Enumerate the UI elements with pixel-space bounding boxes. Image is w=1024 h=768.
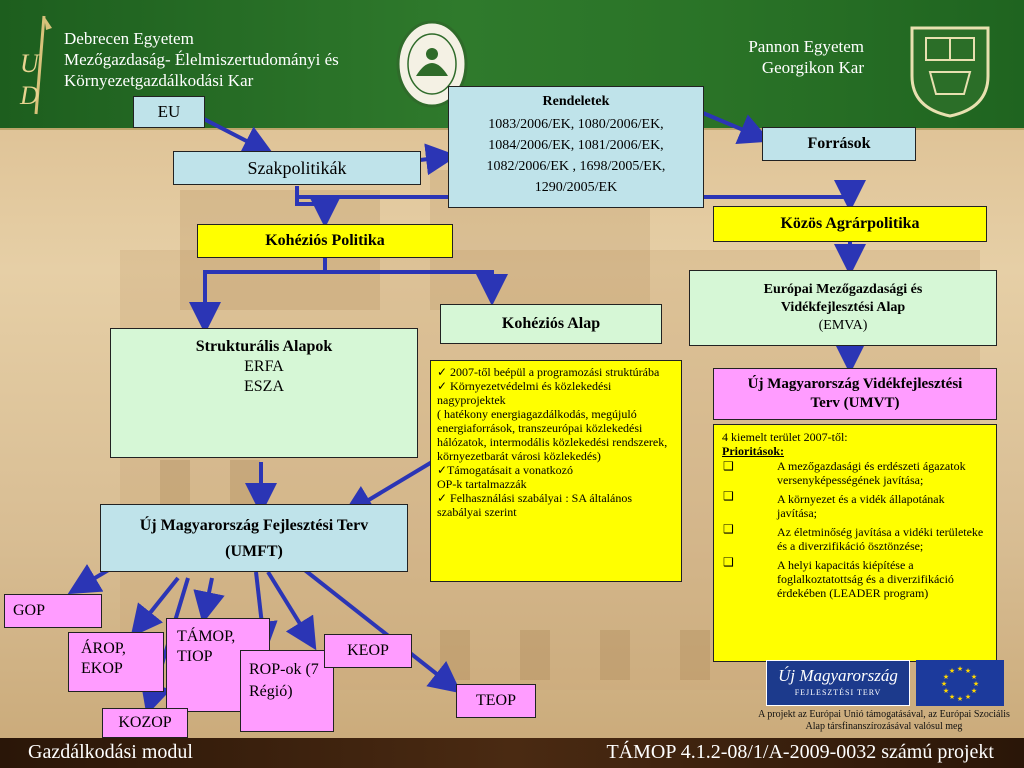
box-kohezios-notes: ✓ 2007-től beépül a programozási struktú…	[430, 360, 682, 582]
checkbox-bullet-icon: ❑	[723, 489, 734, 503]
box-emva: Európai Mezőgazdasági és Vidékfejlesztés…	[689, 270, 997, 346]
svg-text:★: ★	[965, 693, 971, 701]
eu-funding-note: A projekt az Európai Unió támogatásával,…	[758, 709, 1010, 732]
box-kozop: KOZOP	[102, 708, 188, 738]
kohezios-note-4: ✓Támogatásait a vonatkozó	[437, 463, 574, 477]
kohezios-note-6: ✓ Felhasználási szabályai : SA általános…	[437, 491, 633, 519]
svg-text:★: ★	[943, 673, 949, 681]
umft-abbr: (UMFT)	[225, 543, 283, 560]
strukturalis-esza: ESZA	[244, 378, 284, 395]
umvt-notes-heading: Prioritások:	[722, 444, 784, 458]
uj-magyarorszag-logo: Új Magyarország FEJLESZTÉSI TERV	[766, 660, 910, 706]
box-rendeletek: Rendeletek 1083/2006/EK, 1080/2006/EK, 1…	[448, 86, 704, 208]
svg-text:★: ★	[957, 695, 963, 703]
svg-text:★: ★	[941, 680, 947, 688]
box-kohezios-politika: Kohéziós Politika	[197, 224, 453, 258]
header-right-line-2: Georgikon Kar	[761, 58, 864, 77]
box-kozos-agrarpolitika: Közös Agrárpolitika	[713, 206, 987, 242]
box-teop: TEOP	[456, 684, 536, 718]
umvt-notes-intro: 4 kiemelt terület 2007-től:	[722, 430, 848, 444]
logo-letter-u: U	[20, 49, 41, 78]
box-gop: GOP	[4, 594, 102, 628]
header-right-title: Pannon Egyetem Georgikon Kar	[748, 36, 864, 78]
list-item: ❑A mezőgazdasági és erdészeti ágazatok v…	[723, 459, 966, 487]
arrow-umft-teop	[290, 558, 462, 694]
header-right-line-1: Pannon Egyetem	[748, 37, 864, 56]
header-left-line-2: Mezőgazdaság- Élelmiszertudományi és	[64, 50, 339, 69]
box-eu: EU	[133, 96, 205, 128]
svg-text:★: ★	[949, 693, 955, 701]
arrow-eu-szakpolitikak	[199, 115, 275, 156]
faculty-seal-icon	[396, 20, 468, 108]
svg-text:★: ★	[957, 665, 963, 673]
header-left-title: Debrecen Egyetem Mezőgazdaság- Élelmisze…	[64, 28, 339, 91]
umft-title: Új Magyarország Fejlesztési Terv	[139, 517, 369, 534]
strukturalis-title: Strukturális Alapok	[195, 338, 333, 355]
checkbox-bullet-icon: ❑	[723, 522, 734, 536]
funding-logos: Új Magyarország FEJLESZTÉSI TERV ★★★ ★★★…	[766, 660, 1006, 708]
box-umvt: Új Magyarország Vidékfejlesztési Terv (U…	[713, 368, 997, 420]
arrow-kohpol-strukturalis	[189, 258, 327, 334]
svg-text:★: ★	[943, 687, 949, 695]
kohezios-note-2: ✓ Környezetvédelmi és közlekedési nagypr…	[437, 379, 612, 407]
rendeletek-title: Rendeletek	[542, 94, 610, 109]
arrow-kohalap-umft	[341, 460, 434, 517]
kohezios-note-5: OP-k tartalmazzák	[437, 477, 527, 491]
rendeletek-body: 1083/2006/EK, 1080/2006/EK, 1084/2006/EK…	[486, 117, 666, 195]
box-rop: ROP-ok (7 Régió)	[240, 650, 334, 732]
svg-text:★: ★	[971, 687, 977, 695]
box-szakpolitikak: Szakpolitikák	[173, 151, 421, 185]
footer-project-id: TÁMOP 4.1.2-08/1/A-2009-0032 számú proje…	[606, 741, 994, 763]
emva-abbr: (EMVA)	[818, 318, 868, 333]
arrow-kohpol-kohalap	[323, 258, 508, 306]
umvt-priorities-list: ❑A mezőgazdasági és erdészeti ágazatok v…	[722, 458, 988, 601]
arrow-rendeletek-forrasok	[702, 111, 772, 144]
header-left-line-1: Debrecen Egyetem	[64, 29, 194, 48]
arrow-umft-tamop	[193, 577, 225, 624]
box-umft: Új Magyarország Fejlesztési Terv (UMFT)	[100, 504, 408, 572]
logo-letter-d: D	[19, 81, 39, 110]
list-item: ❑Az életminőség javítása a vidéki terüle…	[723, 522, 984, 553]
box-keop: KEOP	[324, 634, 412, 668]
list-item: ❑A környezet és a vidék állapotának javí…	[723, 489, 945, 520]
box-strukturalis-alapok: Strukturális Alapok ERFA ESZA	[110, 328, 418, 458]
arrow-umft-arop	[130, 576, 180, 638]
emva-title: Európai Mezőgazdasági és Vidékfejlesztés…	[763, 282, 923, 315]
box-forrasok: Források	[762, 127, 916, 161]
header-left-line-3: Környezetgazdálkodási Kar	[64, 71, 254, 90]
strukturalis-erfa: ERFA	[244, 358, 284, 375]
svg-text:★: ★	[965, 667, 971, 675]
university-debrecen-logo-icon: U D	[19, 15, 52, 115]
arrow-szak-rendeletek	[419, 143, 458, 176]
arrow-umft-keop	[266, 570, 317, 651]
kohezios-note-1: ✓ 2007-től beépül a programozási struktú…	[437, 365, 660, 379]
box-arop-ekop: ÁROP, EKOP	[68, 632, 164, 692]
eu-flag-icon: ★★★ ★★★ ★★★ ★★★	[916, 660, 1004, 706]
pannon-university-crest-icon	[910, 26, 990, 118]
footer-bar: Gazdálkodási modul TÁMOP 4.1.2-08/1/A-20…	[0, 738, 1024, 768]
checkbox-bullet-icon: ❑	[723, 555, 734, 569]
checkbox-bullet-icon: ❑	[723, 459, 734, 473]
kohezios-note-3: ( hatékony energiagazdálkodás, megújuló …	[437, 407, 668, 463]
box-kohezios-alap: Kohéziós Alap	[440, 304, 662, 344]
footer-module-name: Gazdálkodási modul	[28, 741, 193, 763]
box-umvt-notes: 4 kiemelt terület 2007-től: Prioritások:…	[713, 424, 997, 662]
list-item: ❑A helyi kapacitás kiépítése a foglalkoz…	[723, 555, 954, 600]
arrow-szak-kohezios	[295, 186, 341, 228]
svg-text:★: ★	[973, 680, 979, 688]
svg-text:★: ★	[971, 673, 977, 681]
svg-text:★: ★	[949, 667, 955, 675]
